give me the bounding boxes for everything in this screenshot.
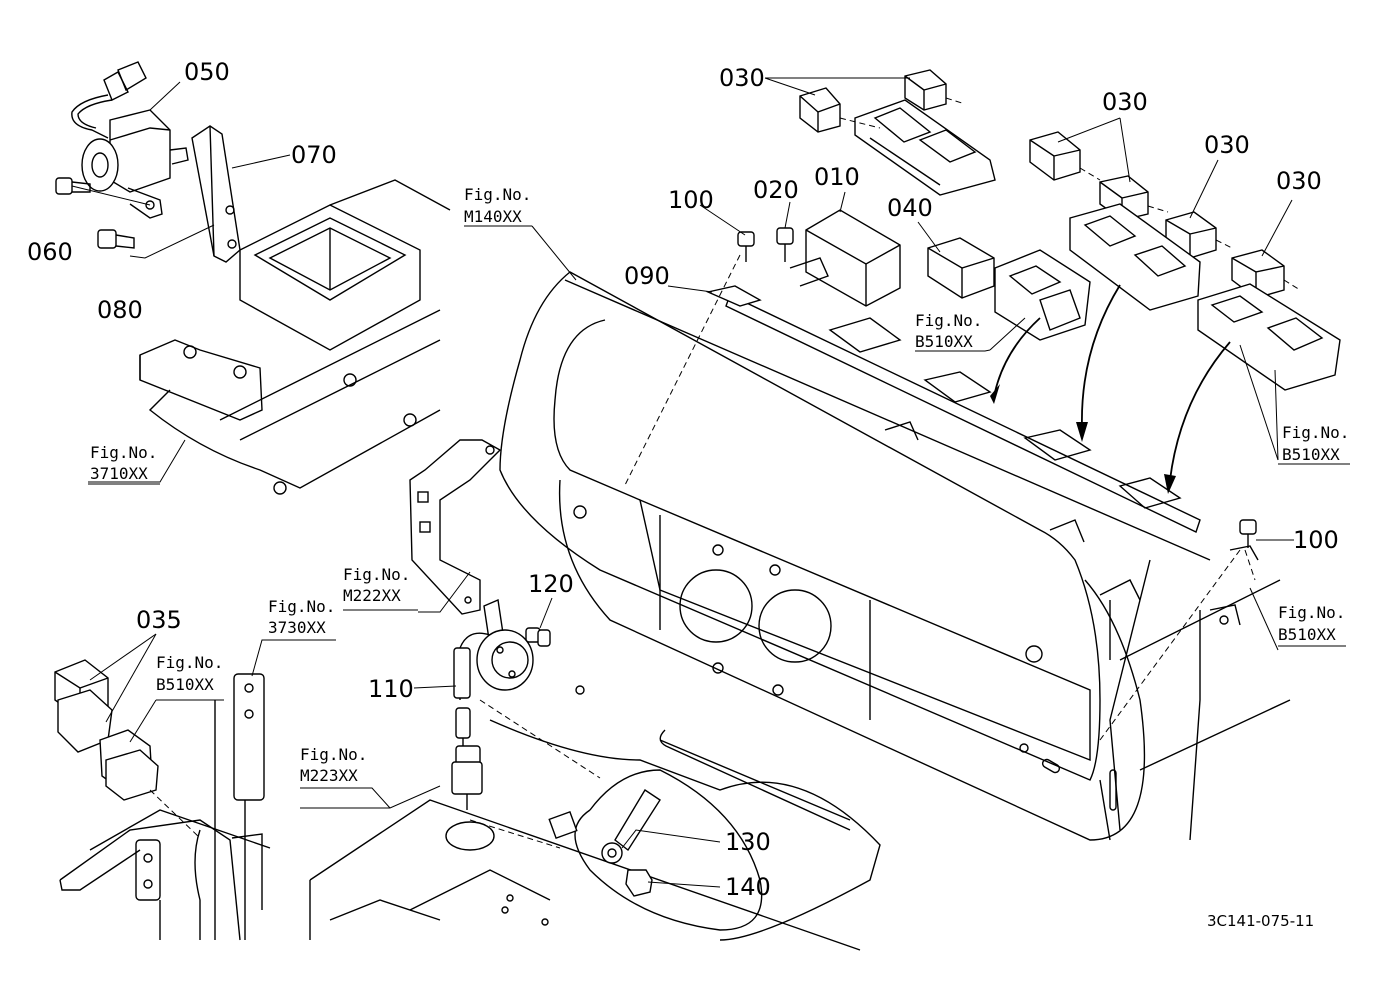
figure-references: Fig.No. M140XX Fig.No. B510XX Fig.No. B5…	[88, 185, 1350, 809]
label-035: 035	[136, 606, 182, 634]
fig-m140-prefix: Fig.No.	[464, 185, 531, 204]
fig-b510-b-prefix: Fig.No.	[1282, 423, 1349, 442]
label-110: 110	[368, 675, 414, 703]
fig-3730-prefix: Fig.No.	[268, 597, 335, 616]
fig-m223-code: M223XX	[300, 766, 358, 785]
label-030-b: 030	[1102, 88, 1148, 116]
fig-b510-a-prefix: Fig.No.	[915, 311, 982, 330]
instrument-panel	[499, 231, 1291, 841]
leaders-top-left	[71, 81, 291, 483]
fig-m140-code: M140XX	[464, 207, 522, 226]
fig-b510-c-prefix: Fig.No.	[1278, 603, 1345, 622]
label-100-a: 100	[668, 186, 714, 214]
fig-b510-d-code: B510XX	[156, 675, 214, 694]
fig-3710-prefix: Fig.No.	[90, 443, 157, 462]
label-030-d: 030	[1276, 167, 1322, 195]
leaders-center	[300, 571, 721, 888]
label-060: 060	[27, 238, 73, 266]
leaders-top	[531, 77, 1294, 651]
label-130: 130	[725, 828, 771, 856]
fig-b510-b-code: B510XX	[1282, 445, 1340, 464]
label-050: 050	[184, 58, 230, 86]
fig-m223-prefix: Fig.No.	[300, 745, 367, 764]
fig-b510-c-code: B510XX	[1278, 625, 1336, 644]
label-140: 140	[725, 873, 771, 901]
install-arrows	[990, 284, 1231, 494]
sensor-assembly	[309, 439, 881, 951]
drawing-code: 3C141-075-11	[1207, 912, 1314, 930]
relay-block-assembly	[776, 69, 1341, 391]
label-010: 010	[814, 163, 860, 191]
label-120: 120	[528, 570, 574, 598]
label-030-c: 030	[1204, 131, 1250, 159]
fig-b510-a-code: B510XX	[915, 332, 973, 351]
fig-m222-prefix: Fig.No.	[343, 565, 410, 584]
fig-m222-code: M222XX	[343, 586, 401, 605]
fig-3710-code: 3710XX	[90, 464, 148, 483]
label-020: 020	[753, 176, 799, 204]
label-090: 090	[624, 262, 670, 290]
label-100-b: 100	[1293, 526, 1339, 554]
fig-3730-code: 3730XX	[268, 618, 326, 637]
label-070: 070	[291, 141, 337, 169]
relay-035-assembly	[54, 659, 271, 941]
label-040: 040	[887, 194, 933, 222]
starter-relay-assembly	[55, 61, 451, 495]
label-080: 080	[97, 296, 143, 324]
fig-b510-d-prefix: Fig.No.	[156, 653, 223, 672]
label-030-a: 030	[719, 64, 765, 92]
part-number-labels: 050 070 060 080 030 030 030 030 100 020 …	[27, 58, 1339, 901]
